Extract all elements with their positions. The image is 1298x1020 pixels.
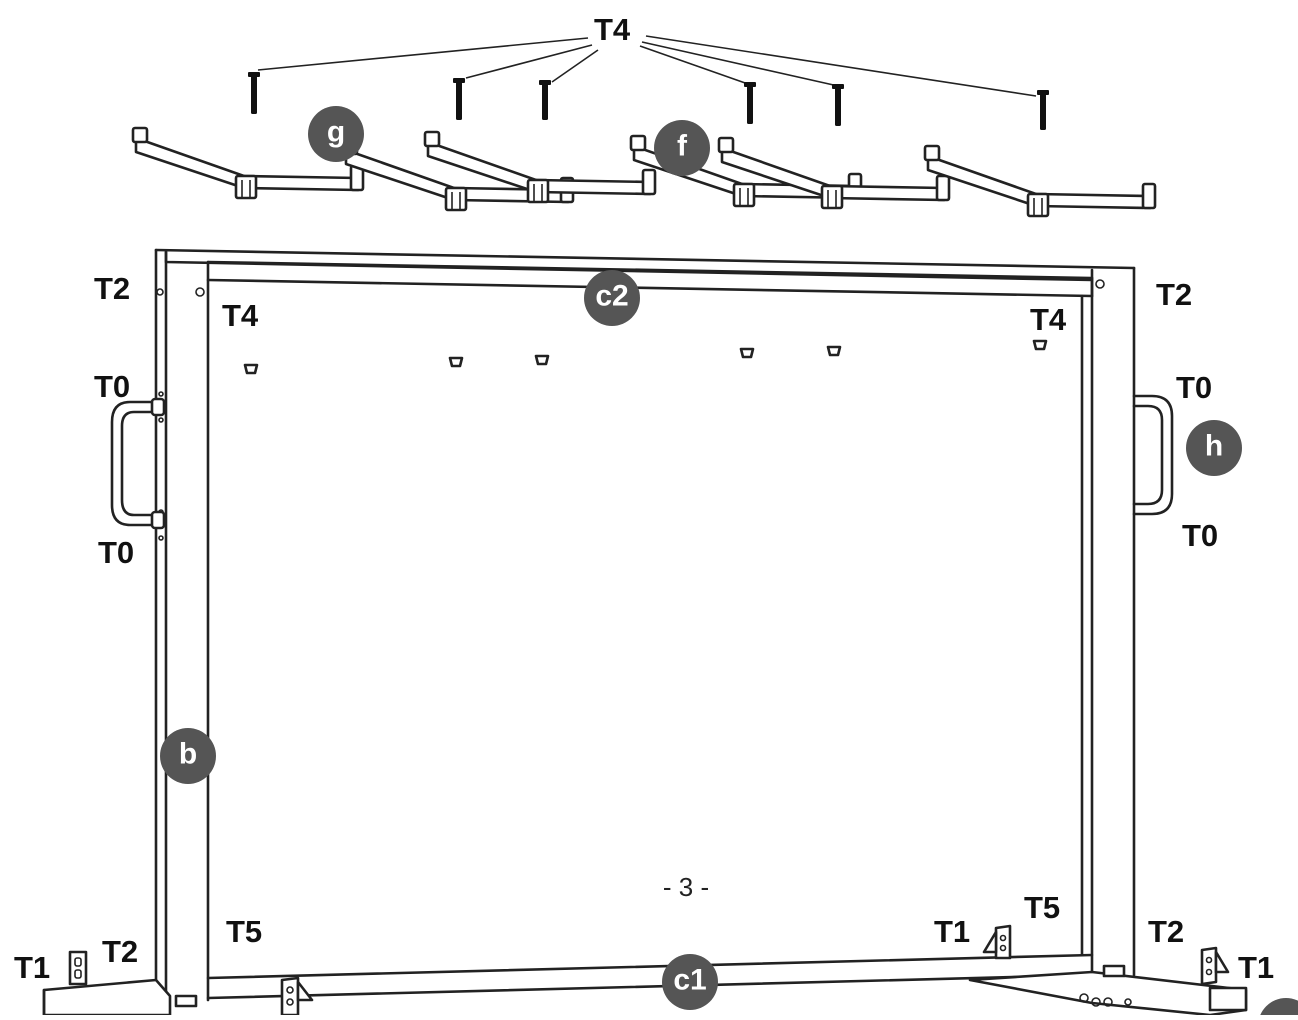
- bottom-bracket-center-right: [982, 924, 1012, 960]
- svg-text:f: f: [677, 130, 688, 163]
- screw-icon: [1037, 90, 1049, 130]
- label-t2-bottom-left: T2: [102, 934, 138, 969]
- label-t0-right-upper: T0: [1176, 370, 1212, 405]
- label-t2-bottom-right: T2: [1148, 914, 1184, 949]
- svg-text:b: b: [179, 738, 197, 771]
- svg-text:h: h: [1205, 430, 1223, 463]
- badge-f: f: [654, 120, 710, 176]
- label-t1-bottom-center-right: T1: [934, 914, 970, 949]
- screw-icon: [539, 80, 551, 120]
- badge-c1: c1: [662, 954, 718, 1010]
- bottom-bracket-right: [1200, 946, 1230, 986]
- handle-left: [110, 397, 166, 530]
- badge-c2: c2: [584, 270, 640, 326]
- label-t1-bottom-right: T1: [1238, 950, 1274, 985]
- shelf-bracket-6: [923, 144, 1157, 218]
- label-t2-top-right: T2: [1156, 277, 1192, 312]
- svg-text:c1: c1: [673, 964, 706, 997]
- label-t2-top-left: T2: [94, 271, 130, 306]
- label-t4-left: T4: [222, 298, 259, 333]
- label-t0-left-lower: T0: [98, 535, 134, 570]
- main-frame: [42, 248, 1248, 1017]
- handle-right: [1132, 394, 1174, 516]
- rail-clips: [243, 339, 1048, 375]
- label-t4-right: T4: [1030, 302, 1067, 337]
- svg-text:c2: c2: [595, 280, 628, 313]
- label-t0-right-lower: T0: [1182, 518, 1218, 553]
- label-t4-top: T4: [594, 12, 631, 47]
- screws-row: [248, 72, 1049, 130]
- label-t1-bottom-left: T1: [14, 950, 50, 985]
- label-t0-left-upper: T0: [94, 369, 130, 404]
- label-t5-right: T5: [1024, 890, 1060, 925]
- page-number: - 3 -: [663, 872, 709, 902]
- svg-text:g: g: [327, 116, 345, 149]
- t4-leader-lines: [257, 35, 1037, 97]
- screw-icon: [832, 84, 844, 126]
- badge-b: b: [160, 728, 216, 784]
- badge-h: h: [1186, 420, 1242, 476]
- bottom-bracket-left: [68, 950, 88, 986]
- badge-g: g: [308, 106, 364, 162]
- foot-hardware: [174, 964, 1132, 1008]
- bottom-bracket-center-left: [280, 976, 314, 1017]
- screw-icon: [453, 78, 465, 120]
- screw-icon: [248, 72, 260, 114]
- label-t5-left: T5: [226, 914, 262, 949]
- badge-partial: [1258, 998, 1298, 1020]
- screw-icon: [744, 82, 756, 124]
